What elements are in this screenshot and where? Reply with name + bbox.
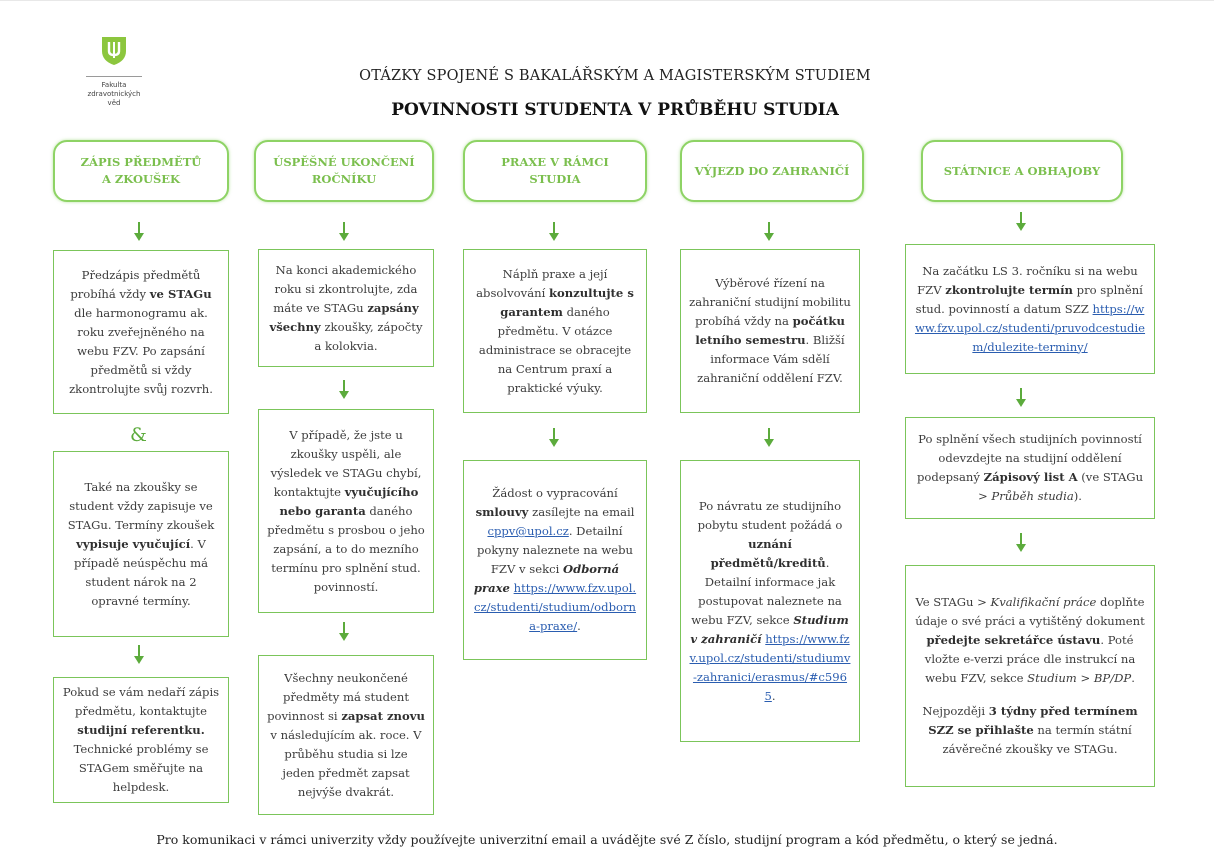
email-link[interactable]: cppv@upol.cz: [487, 524, 569, 538]
down-arrow-icon: [764, 428, 774, 447]
down-arrow-icon: [1016, 388, 1026, 407]
box-predzapis: Předzápis předmětů probíhá vždy ve STAGu…: [53, 250, 229, 414]
box-uznani: Po návratu ze studijního pobytu student …: [680, 460, 860, 742]
down-arrow-icon: [549, 428, 559, 447]
box-terminy: Na začátku LS 3. ročníku si na webu FZV …: [905, 244, 1155, 374]
faculty-crest-icon: [102, 37, 126, 65]
down-arrow-icon: [339, 222, 349, 241]
zahranici-link[interactable]: https://www.fzv.upol.cz/studenti/studium…: [689, 631, 851, 703]
footer-note: Pro komunikaci v rámci univerzity vždy p…: [156, 832, 1058, 847]
box-chybejici-vysledek: V případě, že jste u zkoušky uspěli, ale…: [258, 409, 434, 613]
box-referentka: Pokud se vám nedaří zápis předmětu, kont…: [53, 677, 229, 803]
page-heading: OTÁZKY SPOJENÉ S BAKALÁŘSKÝM A MAGISTERS…: [359, 68, 871, 84]
down-arrow-icon: [134, 222, 144, 241]
odborna-praxe-link[interactable]: https://www.fzv.upol.cz/studenti/studium…: [474, 581, 637, 633]
down-arrow-icon: [339, 380, 349, 399]
header-statnice: STÁTNICE A OBHAJOBY: [921, 140, 1123, 202]
top-divider: [0, 0, 1214, 5]
ampersand: &: [130, 424, 147, 446]
down-arrow-icon: [764, 222, 774, 241]
box-napln-praxe: Náplň praxe a její absolvování konzultuj…: [463, 249, 647, 413]
box-zkousky: Také na zkoušky se student vždy zapisuje…: [53, 451, 229, 637]
box-vyberove-rizeni: Výběrové řízení na zahraniční studijní m…: [680, 249, 860, 413]
page-subheading: POVINNOSTI STUDENTA V PRŮBĚHU STUDIA: [391, 100, 839, 120]
faculty-logo: Fakulta zdravotnických věd: [84, 34, 144, 108]
down-arrow-icon: [549, 222, 559, 241]
logo-text-line1: Fakulta: [101, 81, 127, 89]
down-arrow-icon: [1016, 533, 1026, 552]
header-vyjezd: VÝJEZD DO ZAHRANIČÍ: [680, 140, 864, 202]
box-kvalifikacni-prace: Ve STAGu > Kvalifikační práce doplňte úd…: [905, 565, 1155, 787]
box-neukoncene: Všechny neukončené předměty má student p…: [258, 655, 434, 815]
logo-divider: [86, 76, 142, 77]
box-smlouva: Žádost o vypracování smlouvy zasílejte n…: [463, 460, 647, 660]
down-arrow-icon: [134, 645, 144, 664]
down-arrow-icon: [1016, 212, 1026, 231]
box-zapisovy-list: Po splnění všech studijních povinností o…: [905, 417, 1155, 519]
logo-text-line2: zdravotnických věd: [87, 90, 141, 107]
box-konec-roku: Na konci akademického roku si zkontroluj…: [258, 249, 434, 367]
down-arrow-icon: [339, 622, 349, 641]
dulezite-terminy-link[interactable]: https://www.fzv.upol.cz/studenti/pruvodc…: [914, 301, 1146, 354]
